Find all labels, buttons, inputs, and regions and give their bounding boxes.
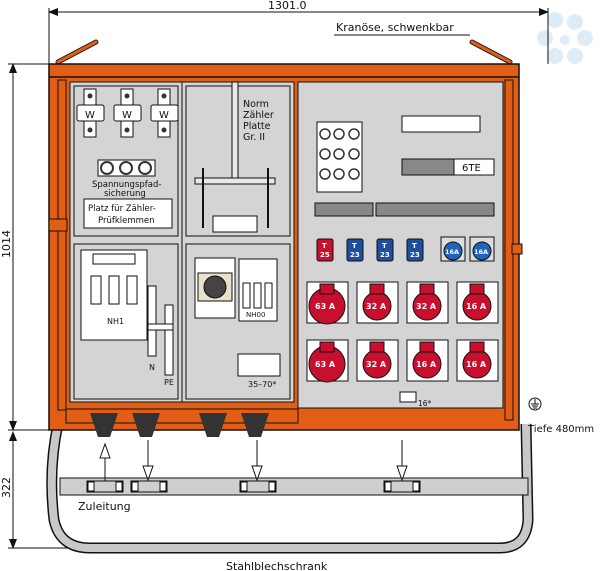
cable-glands (90, 413, 269, 437)
feed-label: Zuleitung (78, 500, 131, 513)
voltage-path-fuses (97, 159, 156, 177)
svg-text:sicherung: sicherung (104, 189, 146, 199)
pe-bar (164, 304, 174, 376)
svg-text:Prüfklemmen: Prüfklemmen (98, 216, 155, 226)
depth-label: Tiefe 480mm (527, 424, 594, 435)
svg-text:32 A: 32 A (416, 302, 437, 311)
svg-text:T: T (352, 242, 357, 250)
cee-socket-red: 32 A (356, 281, 399, 324)
svg-text:16A: 16A (445, 248, 459, 256)
rotary-switch (194, 257, 236, 319)
svg-text:16*: 16* (418, 399, 432, 408)
fuse-blue: T23 (376, 238, 394, 262)
hinge-left (48, 218, 68, 232)
middle-section: Norm Zähler Platte Gr. II NH00 35–70* (181, 81, 295, 403)
mcb-row (314, 202, 374, 217)
svg-text:W: W (85, 110, 95, 121)
cee-socket-red: 63 A (306, 281, 349, 325)
svg-text:NH1: NH1 (107, 317, 124, 326)
svg-text:35–70*: 35–70* (248, 380, 276, 389)
svg-text:23: 23 (380, 251, 390, 259)
meter-terminal: W (76, 88, 105, 138)
cee-socket-red: 16 A (456, 339, 499, 382)
svg-text:25: 25 (320, 251, 330, 259)
stand-frame (46, 422, 534, 554)
fuse-blue: T23 (346, 238, 364, 262)
svg-text:W: W (159, 110, 169, 121)
cee-socket-blue: 16A (440, 236, 466, 262)
svg-text:16 A: 16 A (466, 360, 487, 369)
frame-height-value: 322 (0, 477, 13, 498)
svg-text:Platz für Zähler-: Platz für Zähler- (88, 204, 156, 214)
neutral-label: N (149, 363, 155, 372)
meter-terminal: W (150, 88, 179, 138)
main-fuse-nh1: NH1 (80, 249, 148, 341)
meter-connector (212, 215, 258, 233)
svg-text:NH00: NH00 (246, 311, 265, 319)
meter-plate-rail (231, 81, 239, 183)
meter-test-terminal-box (83, 198, 173, 229)
cee-socket-blue: 16A (469, 236, 495, 262)
svg-text:23: 23 (350, 251, 360, 259)
earth-icon (528, 397, 542, 411)
terminal-block-16 (399, 391, 417, 403)
pe-label: PE (164, 378, 174, 387)
svg-text:Zähler: Zähler (243, 110, 274, 121)
svg-text:16A: 16A (474, 248, 488, 256)
width-value: 1301.0 (268, 0, 307, 12)
neutral-bar (147, 285, 157, 357)
circuit-breakers-top (401, 115, 481, 133)
height-value: 1014 (0, 230, 13, 258)
svg-text:63 A: 63 A (315, 302, 336, 311)
svg-text:T: T (322, 242, 327, 250)
fuse-blue: T23 (406, 238, 424, 262)
height-dimension: 1014 322 (0, 63, 80, 549)
cee-socket-red: 63 A (306, 339, 349, 383)
cee-socket-red: 16 A (456, 281, 499, 324)
rcd-breaker (401, 158, 455, 176)
svg-text:16 A: 16 A (416, 360, 437, 369)
hinge-right (511, 243, 523, 255)
watermark-logo (537, 12, 593, 64)
cee-socket-red: 16 A (406, 339, 449, 382)
svg-text:23: 23 (410, 251, 420, 259)
cee-socket-red: 32 A (356, 339, 399, 382)
voltage-fuse-label: Spannungspfad- (92, 180, 161, 190)
svg-text:32 A: 32 A (366, 302, 387, 311)
svg-text:32 A: 32 A (366, 360, 387, 369)
rcd-label: 6TE (462, 163, 481, 174)
svg-text:Platte: Platte (243, 121, 271, 132)
svg-text:W: W (122, 110, 132, 121)
meter-terminal: W (113, 88, 142, 138)
svg-text:63 A: 63 A (315, 360, 336, 369)
title-label: Stahlblechschrank (226, 560, 328, 571)
crane-eye-label: Kranöse, schwenkbar (336, 21, 454, 34)
left-section: W W W Spannungspfad- sicherung Platz für… (69, 81, 183, 403)
svg-text:T: T (412, 242, 417, 250)
fuse-red: T25 (316, 238, 334, 262)
cee-socket-red: 32 A (406, 281, 449, 324)
svg-text:T: T (382, 242, 387, 250)
svg-text:Gr. II: Gr. II (243, 132, 265, 143)
terminal-block (237, 353, 281, 377)
svg-text:16 A: 16 A (466, 302, 487, 311)
fuse-switch-nh00: NH00 (238, 258, 278, 322)
width-dimension: 1301.0 (48, 0, 549, 64)
meter-plate-label: Norm (243, 99, 269, 110)
